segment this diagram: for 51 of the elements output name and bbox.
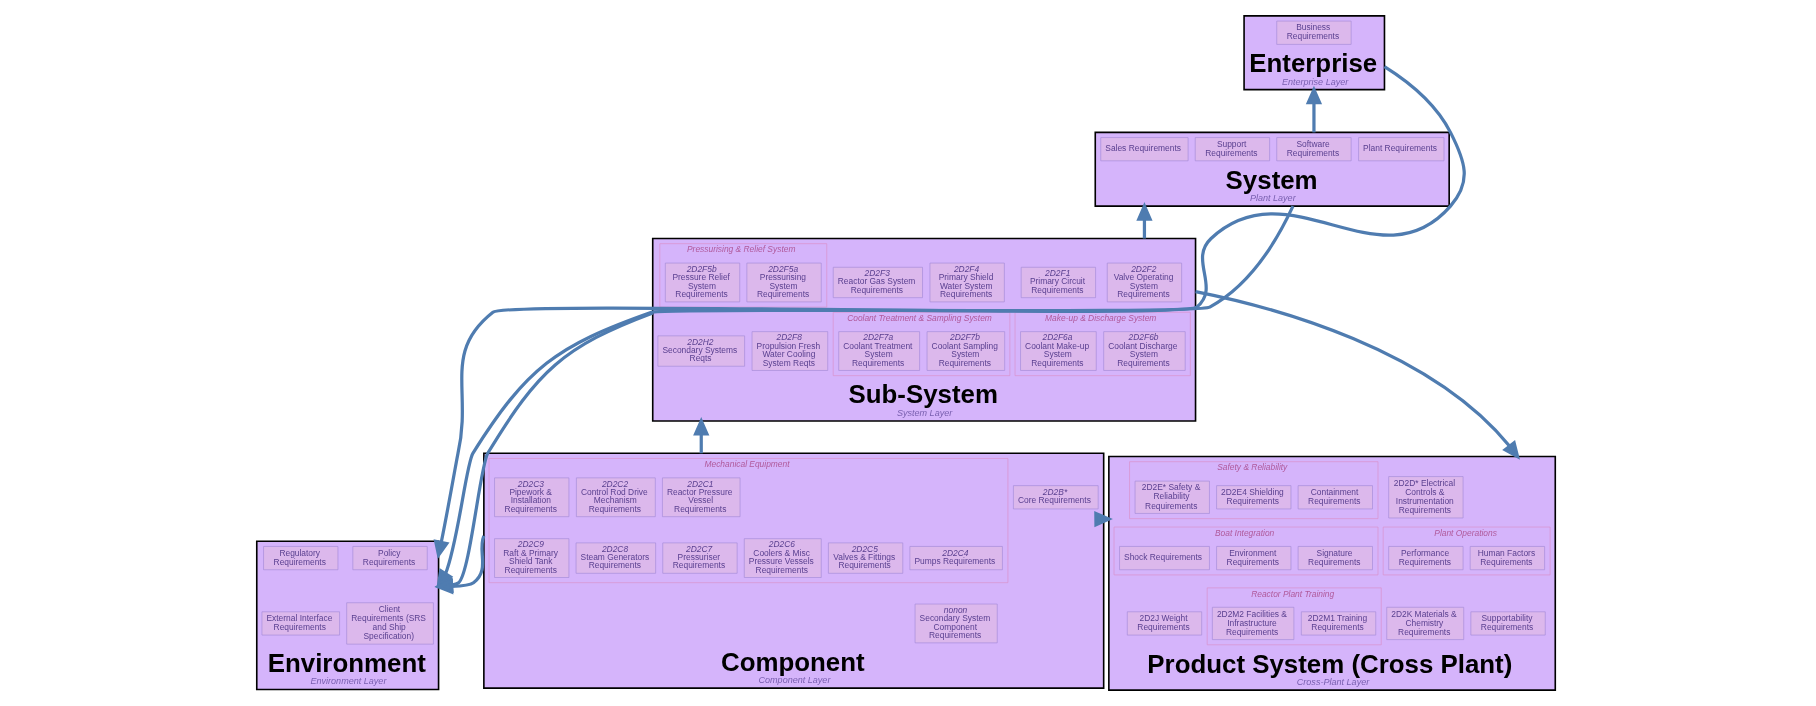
node-box: 2D2E4 Shielding Requirements <box>1216 485 1292 510</box>
node-box: 2D2C4 Pumps Requirements <box>909 546 1003 571</box>
arrow <box>693 416 710 454</box>
node-box: nonon Secondary System Component Requirements <box>914 603 998 644</box>
node-box: 2D2M2 Facilities & Infrastructure Requirements <box>1212 606 1295 640</box>
node-box: 2D2J Weight Requirements <box>1126 611 1203 636</box>
node-box: 2D2F7a Coolant Treatment System Requirements <box>838 331 920 371</box>
node-box: 2D2C8 Steam Generators Requirements <box>575 542 656 574</box>
node-box: 2D2F5b Pressure Relief System Requirements <box>665 262 741 303</box>
node-box: Client Requirements (SRS and Ship Specification) <box>346 602 434 645</box>
node-box: 2D2K Materials & Chemistry Requirements <box>1386 606 1465 640</box>
node-box: Support Requirements <box>1194 137 1270 162</box>
node-box: 2D2C9 Raft & Primary Shield Tank Requirements <box>494 538 570 578</box>
node-box: Supportability Requirements <box>1470 611 1546 636</box>
node-box: Regulatory Requirements <box>263 546 339 571</box>
node-box: 2D2F8 Propulsion Fresh Water Cooling System Reqts <box>751 331 829 371</box>
node-box: Business Requirements <box>1276 20 1352 45</box>
arrow <box>1094 510 1113 528</box>
node-box: 2D2C5 Valves & Fittings Requirements <box>828 542 904 574</box>
node-box: 2D2M1 Training Requirements <box>1301 611 1377 636</box>
node-box: 2D2F2 Valve Operating System Requirements <box>1106 262 1182 303</box>
node-box: 2D2C1 Reactor Pressure Vessel Requirements <box>662 477 741 517</box>
node-box: 2D2E* Safety & Reliability Requirements <box>1134 480 1210 514</box>
node-box: Plant Requirements <box>1358 137 1445 162</box>
arrow <box>1195 289 1520 460</box>
node-box: 2D2F3 Reactor Gas System Requirements <box>832 266 923 298</box>
node-box: 2D2B* Core Requirements <box>1013 485 1099 510</box>
node-box: 2D2F5a Pressurising System Requirements <box>746 262 822 303</box>
node-box: Environment Requirements <box>1216 546 1292 571</box>
node-box: 2D2F6b Coolant Discharge System Requirements <box>1103 331 1186 371</box>
node-box: External Interface Requirements <box>261 611 340 636</box>
node-box: Software Requirements <box>1276 137 1352 162</box>
node-box: 2D2F6a Coolant Make-up System Requirements <box>1020 331 1097 371</box>
node-box: Human Factors Requirements <box>1469 546 1545 571</box>
node-box: 2D2H2 Secondary Systems Reqts <box>657 335 745 367</box>
node-box: 2D2F4 Primary Shield Water System Requirements <box>929 262 1005 303</box>
node-box: Signature Requirements <box>1297 546 1373 571</box>
node-box: Performance Requirements <box>1388 546 1464 571</box>
arrow <box>1305 85 1323 133</box>
node-box: Policy Requirements <box>352 546 428 571</box>
node-box: 2D2C2 Control Rod Drive Mechanism Requirements <box>576 477 656 517</box>
node-box: 2D2C3 Pipework & Installation Requirements <box>494 477 570 517</box>
node-box: Shock Requirements <box>1119 546 1210 571</box>
node-box: Containment Requirements <box>1297 485 1373 510</box>
node-box: 2D2D* Electrical Controls & Instrumentation Requirements <box>1388 476 1464 519</box>
node-box: 2D2C7 Pressuriser Requirements <box>662 542 738 574</box>
node-box: Sales Requirements <box>1100 137 1189 162</box>
arrow <box>1136 202 1153 239</box>
node-box: 2D2F7b Coolant Sampling System Requirements <box>926 331 1005 371</box>
node-box: 2D2C6 Coolers & Misc Pressure Vessels Requirements <box>743 538 822 578</box>
node-box: 2D2F1 Primary Circuit Requirements <box>1020 266 1096 298</box>
